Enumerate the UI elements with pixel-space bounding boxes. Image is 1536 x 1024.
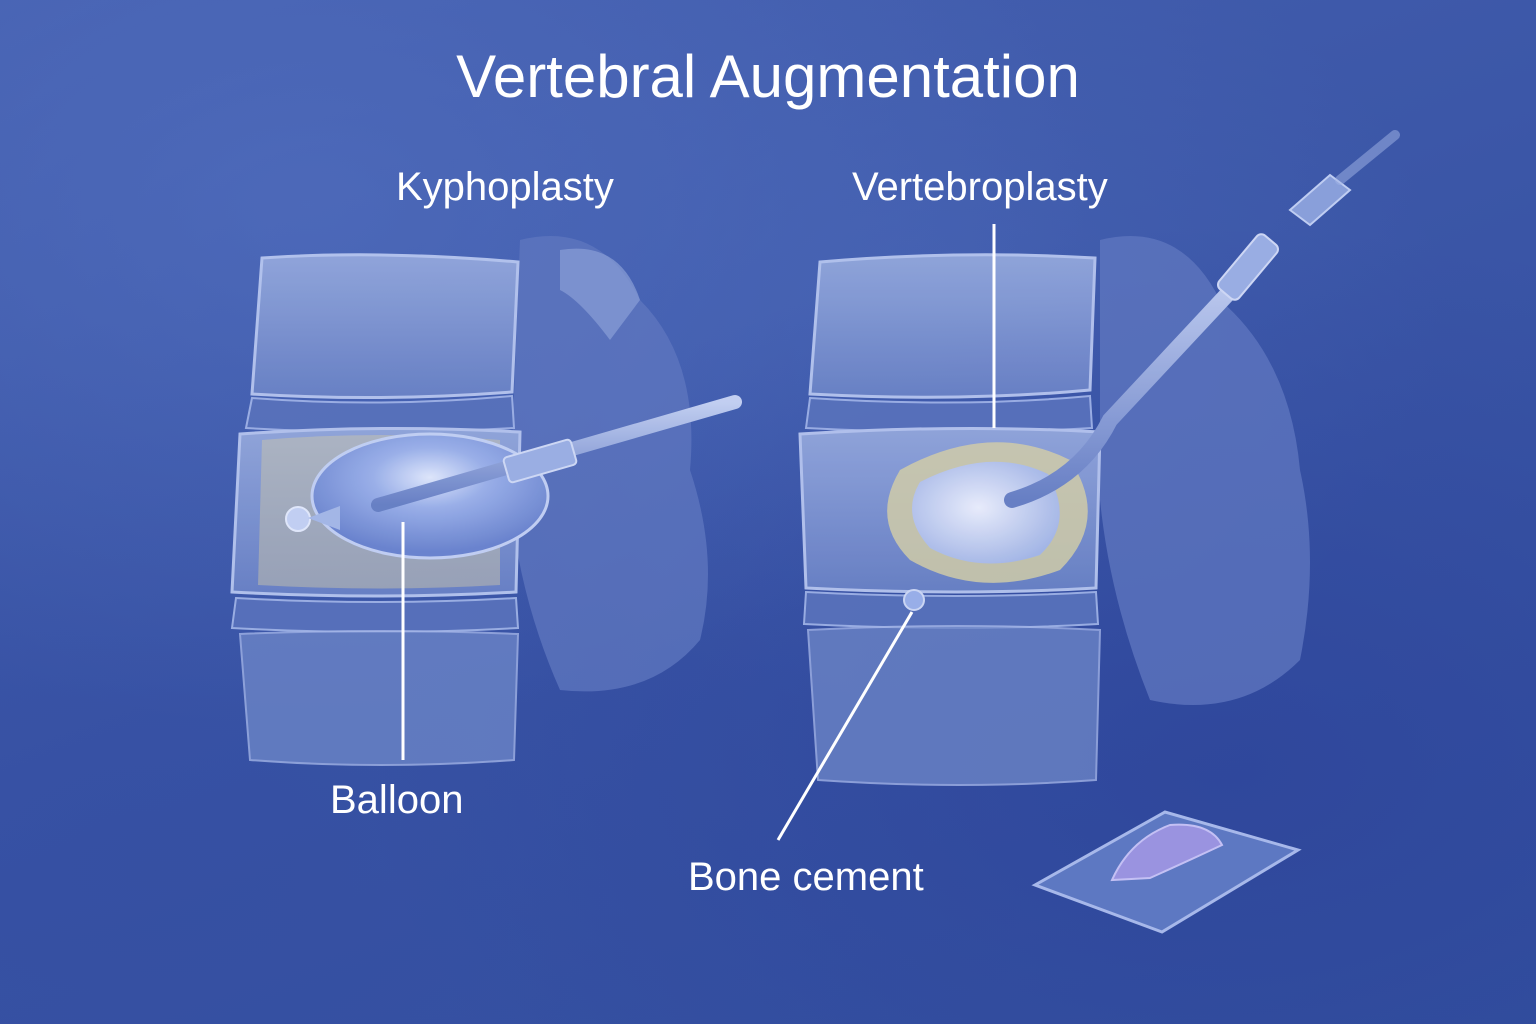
diagram-title: Vertebral Augmentation (456, 43, 1080, 110)
bone-cement-leader-line (776, 611, 914, 841)
vertebroplasty-heading: Vertebroplasty (852, 165, 1108, 209)
balloon-label: Balloon (330, 778, 464, 822)
kyphoplasty-spine (230, 236, 742, 766)
bone-cement-tray (1031, 810, 1302, 934)
kyphoplasty-heading: Kyphoplasty (396, 165, 614, 209)
vertebroplasty-spine (798, 130, 1400, 786)
bone-cement-label: Bone cement (688, 855, 924, 899)
